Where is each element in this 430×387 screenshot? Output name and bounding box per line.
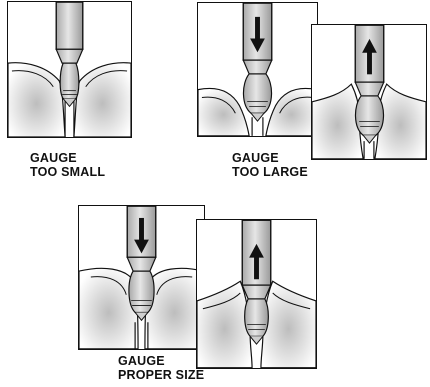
- gauge-proper-withdraw-illustration: [197, 220, 316, 368]
- gauge-too-large-withdraw-illustration: [312, 25, 426, 159]
- panel-gauge-too-large-up: [311, 24, 427, 160]
- caption-too-large-line1: GAUGE: [232, 151, 308, 165]
- caption-proper-size: GAUGE PROPER SIZE: [118, 354, 204, 382]
- panel-gauge-too-large-down: [197, 2, 318, 137]
- caption-too-large: GAUGE TOO LARGE: [232, 151, 308, 179]
- panel-gauge-proper-down: [78, 205, 205, 350]
- caption-proper-size-line2: PROPER SIZE: [118, 368, 204, 382]
- panel-gauge-too-small: [7, 1, 132, 138]
- gauge-too-large-insert-illustration: [198, 3, 317, 136]
- caption-too-small-line1: GAUGE: [30, 151, 105, 165]
- gauge-proper-insert-illustration: [79, 206, 204, 349]
- caption-too-large-line2: TOO LARGE: [232, 165, 308, 179]
- gauge-too-small-illustration: [8, 2, 131, 137]
- caption-too-small: GAUGE TOO SMALL: [30, 151, 105, 179]
- caption-too-small-line2: TOO SMALL: [30, 165, 105, 179]
- panel-gauge-proper-up: [196, 219, 317, 369]
- caption-proper-size-line1: GAUGE: [118, 354, 204, 368]
